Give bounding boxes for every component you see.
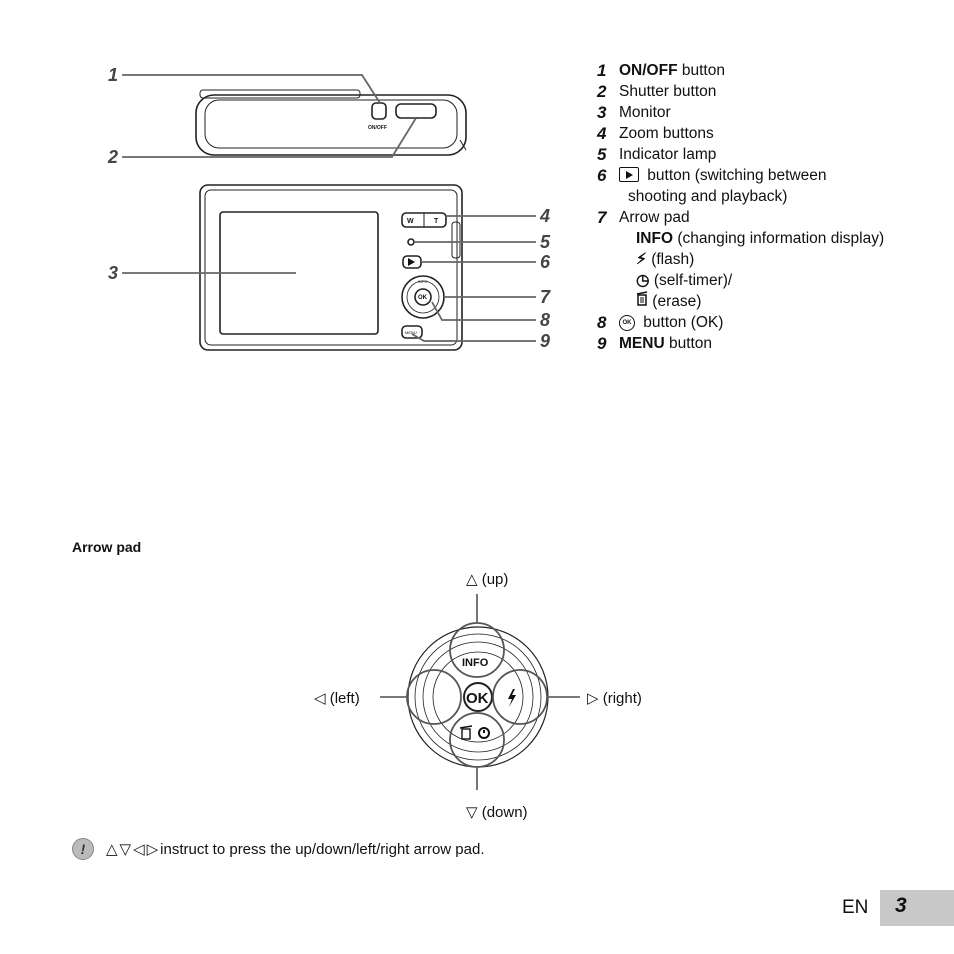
pad-down-zone (449, 712, 505, 768)
indicator-lamp-shape (407, 238, 415, 246)
page-number-tab (880, 890, 954, 926)
callout-9: 9 (540, 331, 550, 351)
pad-flash-icon (508, 689, 516, 707)
ok-button-shape (414, 288, 432, 306)
arrow-pad-flash-item: ⚡︎ (flash) (636, 251, 695, 268)
shutter-button-shape (395, 103, 437, 119)
direction-down-label: ▽ (down) (466, 804, 528, 821)
pad-ok-label: OK (466, 690, 489, 707)
callout-3: 3 (108, 263, 118, 283)
direction-up-label: △ (up) (466, 571, 509, 588)
trash-icon (636, 291, 648, 312)
flash-icon: ⚡︎ (636, 251, 647, 268)
zoom-t-label: T (434, 218, 439, 225)
language-label: EN (842, 897, 869, 918)
arrow-pad-erase-item: (erase) (597, 291, 937, 312)
arrow-pad-selftimer-item: ◷ (self-timer)/ (636, 272, 733, 289)
pad-ok-small: OK (418, 295, 428, 301)
callout-8: 8 (540, 310, 550, 330)
pad-self-timer-icon (478, 727, 490, 739)
callout-2: 2 (107, 147, 118, 167)
note-icon: ! (72, 838, 94, 860)
camera-back-body (199, 184, 463, 351)
zoom-w-label: W (407, 218, 414, 225)
on-off-small-label: ON/OFF (368, 125, 387, 131)
pad-info-small: INFO (418, 279, 428, 284)
part-item-6-continued: shooting and playback) (628, 188, 788, 205)
section-title: Arrow pad (72, 539, 142, 555)
direction-right-label: ▷ (right) (587, 690, 642, 707)
camera-diagram: ON/OFF W T INFO OK MENU 1 2 3 4 5 6 7 8 … (107, 65, 551, 351)
camera-top-body (195, 94, 467, 156)
pad-ok-circle (463, 682, 493, 712)
pad-trash-icon (459, 725, 473, 740)
callout-1: 1 (108, 65, 118, 85)
direction-left-label: ◁ (left) (314, 690, 360, 707)
menu-button-shape (401, 325, 423, 339)
menu-small-label: MENU (405, 330, 417, 335)
note-text: instruct to press the up/down/left/right… (160, 840, 485, 858)
part-item-6: 6 button (switching between (597, 166, 827, 185)
arrow-pad-diagram: INFO OK (380, 594, 580, 790)
self-timer-icon: ◷ (636, 272, 650, 289)
playback-icon (619, 167, 639, 182)
callout-7: 7 (540, 287, 551, 307)
callout-5: 5 (540, 232, 551, 252)
callout-6: 6 (540, 252, 551, 272)
note-line: ! △▽◁▷ instruct to press the up/down/lef… (72, 838, 485, 860)
ok-button-icon: OK (619, 315, 635, 332)
on-off-button-shape (371, 102, 387, 120)
arrow-pad-info-item: INFO (changing information display) (636, 230, 885, 247)
pad-right-zone (492, 669, 548, 725)
pad-info-label: INFO (462, 657, 489, 669)
page-number: 3 (895, 894, 907, 917)
callout-4: 4 (539, 206, 550, 226)
note-symbols: △▽◁▷ (106, 841, 161, 858)
